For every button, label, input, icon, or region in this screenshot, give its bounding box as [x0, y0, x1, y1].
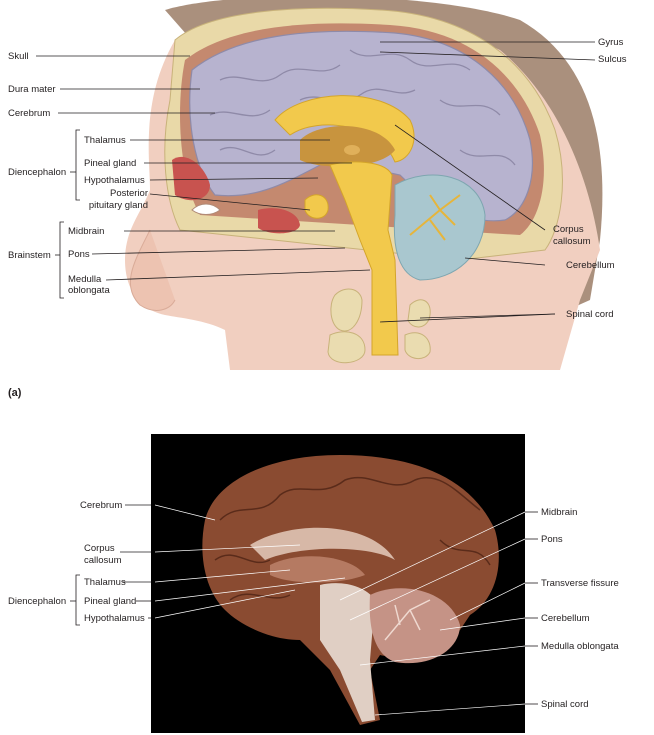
label-b-corpus-callosum-2: callosum	[84, 555, 122, 566]
label-b-pons: Pons	[541, 534, 563, 545]
photo-brainstem	[320, 583, 375, 722]
pituitary-shape	[304, 194, 329, 219]
label-b-midbrain: Midbrain	[541, 507, 578, 518]
leader-lines-a	[36, 41, 596, 323]
label-b-medulla-oblongata: Medulla oblongata	[541, 641, 619, 652]
label-b-hypothalamus: Hypothalamus	[84, 613, 145, 624]
corpus-callosum-shape	[274, 95, 415, 163]
leader-lines-b	[154, 504, 526, 716]
panel-a-tag: (a)	[8, 387, 22, 399]
label-b-spinal-cord: Spinal cord	[541, 699, 589, 710]
gyri-lines	[209, 49, 516, 166]
photo-cerebellum	[369, 588, 460, 664]
photo-corpus-callosum	[250, 527, 395, 560]
label-b-diencephalon: Diencephalon	[8, 596, 67, 607]
label-posterior-pituitary-1: Posterior	[109, 188, 148, 199]
label-corpus-callosum-2: callosum	[553, 236, 591, 247]
label-thalamus: Thalamus	[84, 135, 126, 146]
label-diencephalon: Diencephalon	[8, 167, 67, 178]
label-cerebellum: Cerebellum	[566, 260, 615, 271]
label-b-thalamus: Thalamus	[84, 577, 126, 588]
label-hypothalamus: Hypothalamus	[84, 175, 145, 186]
sphenoid-sinus	[258, 208, 300, 234]
label-dura-mater: Dura mater	[8, 84, 56, 95]
label-cerebrum: Cerebrum	[8, 108, 51, 119]
label-pons: Pons	[68, 249, 90, 260]
label-skull: Skull	[8, 51, 29, 62]
brainstem-shape	[329, 161, 399, 356]
photo-gyri	[214, 476, 491, 601]
label-posterior-pituitary-2: pituitary gland	[88, 200, 148, 211]
label-midbrain: Midbrain	[68, 226, 105, 237]
label-b-transverse-fissure: Transverse fissure	[541, 578, 619, 589]
leader-lines-b-out	[70, 504, 538, 705]
cerebellum-shape	[393, 174, 486, 281]
label-pineal-gland: Pineal gland	[84, 158, 137, 169]
label-sulcus: Sulcus	[598, 54, 627, 65]
photo-arbor	[384, 599, 431, 641]
label-corpus-callosum-1: Corpus	[553, 224, 584, 235]
vertebra-3	[407, 299, 431, 328]
label-medulla-2: oblongata	[68, 285, 110, 296]
label-gyrus: Gyrus	[598, 37, 624, 48]
arbor-vitae	[409, 194, 461, 241]
label-b-cerebrum: Cerebrum	[80, 500, 123, 511]
label-brainstem: Brainstem	[8, 250, 51, 261]
photo-thalamus	[270, 556, 365, 583]
frontal-sinus	[172, 156, 210, 201]
label-b-cerebellum: Cerebellum	[541, 613, 590, 624]
vertebra-2	[327, 331, 366, 364]
label-medulla-1: Medulla	[68, 274, 102, 285]
pineal-shape	[344, 145, 360, 155]
label-spinal-cord: Spinal cord	[566, 309, 614, 320]
label-b-pineal-gland: Pineal gland	[84, 596, 137, 607]
vertebra-4	[404, 332, 431, 359]
eye	[191, 203, 221, 215]
label-b-corpus-callosum-1: Corpus	[84, 543, 115, 554]
vertebra-1	[330, 288, 363, 332]
